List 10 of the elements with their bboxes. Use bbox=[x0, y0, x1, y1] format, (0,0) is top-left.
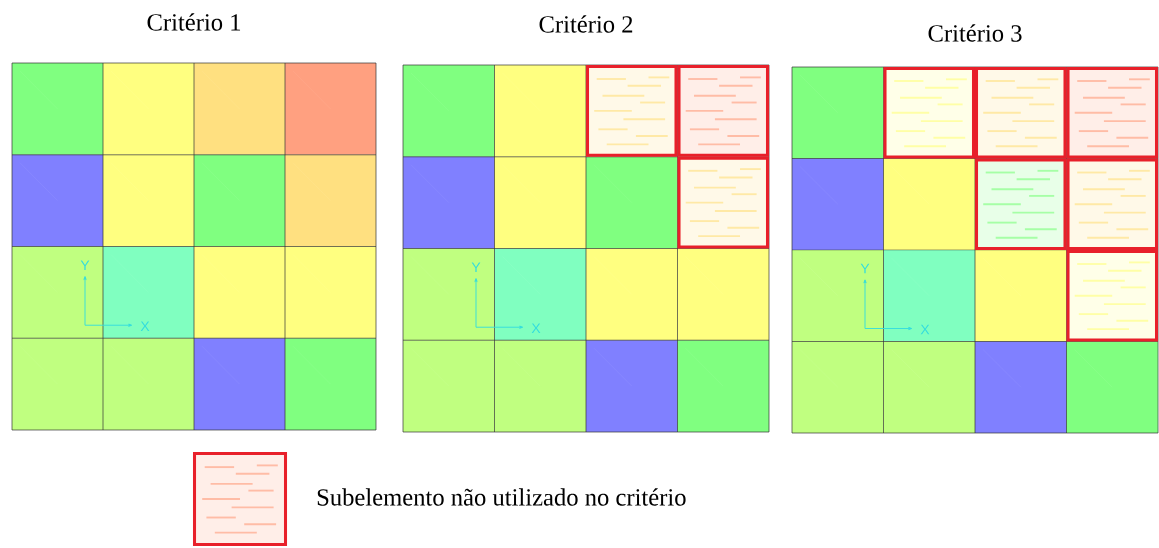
axis-label: Y bbox=[471, 262, 481, 273]
axis-label: X bbox=[531, 323, 541, 334]
panel-title: Critério 3 bbox=[928, 24, 1022, 42]
axis-label: Y bbox=[860, 263, 870, 274]
axis-label: Y bbox=[80, 260, 90, 271]
axis-label: X bbox=[140, 321, 150, 332]
legend-text: Subelemento não utilizado no critério bbox=[317, 488, 686, 506]
panel-title: Critério 2 bbox=[539, 15, 633, 33]
axis-label: X bbox=[920, 324, 930, 335]
panel-title: Critério 1 bbox=[147, 13, 241, 31]
